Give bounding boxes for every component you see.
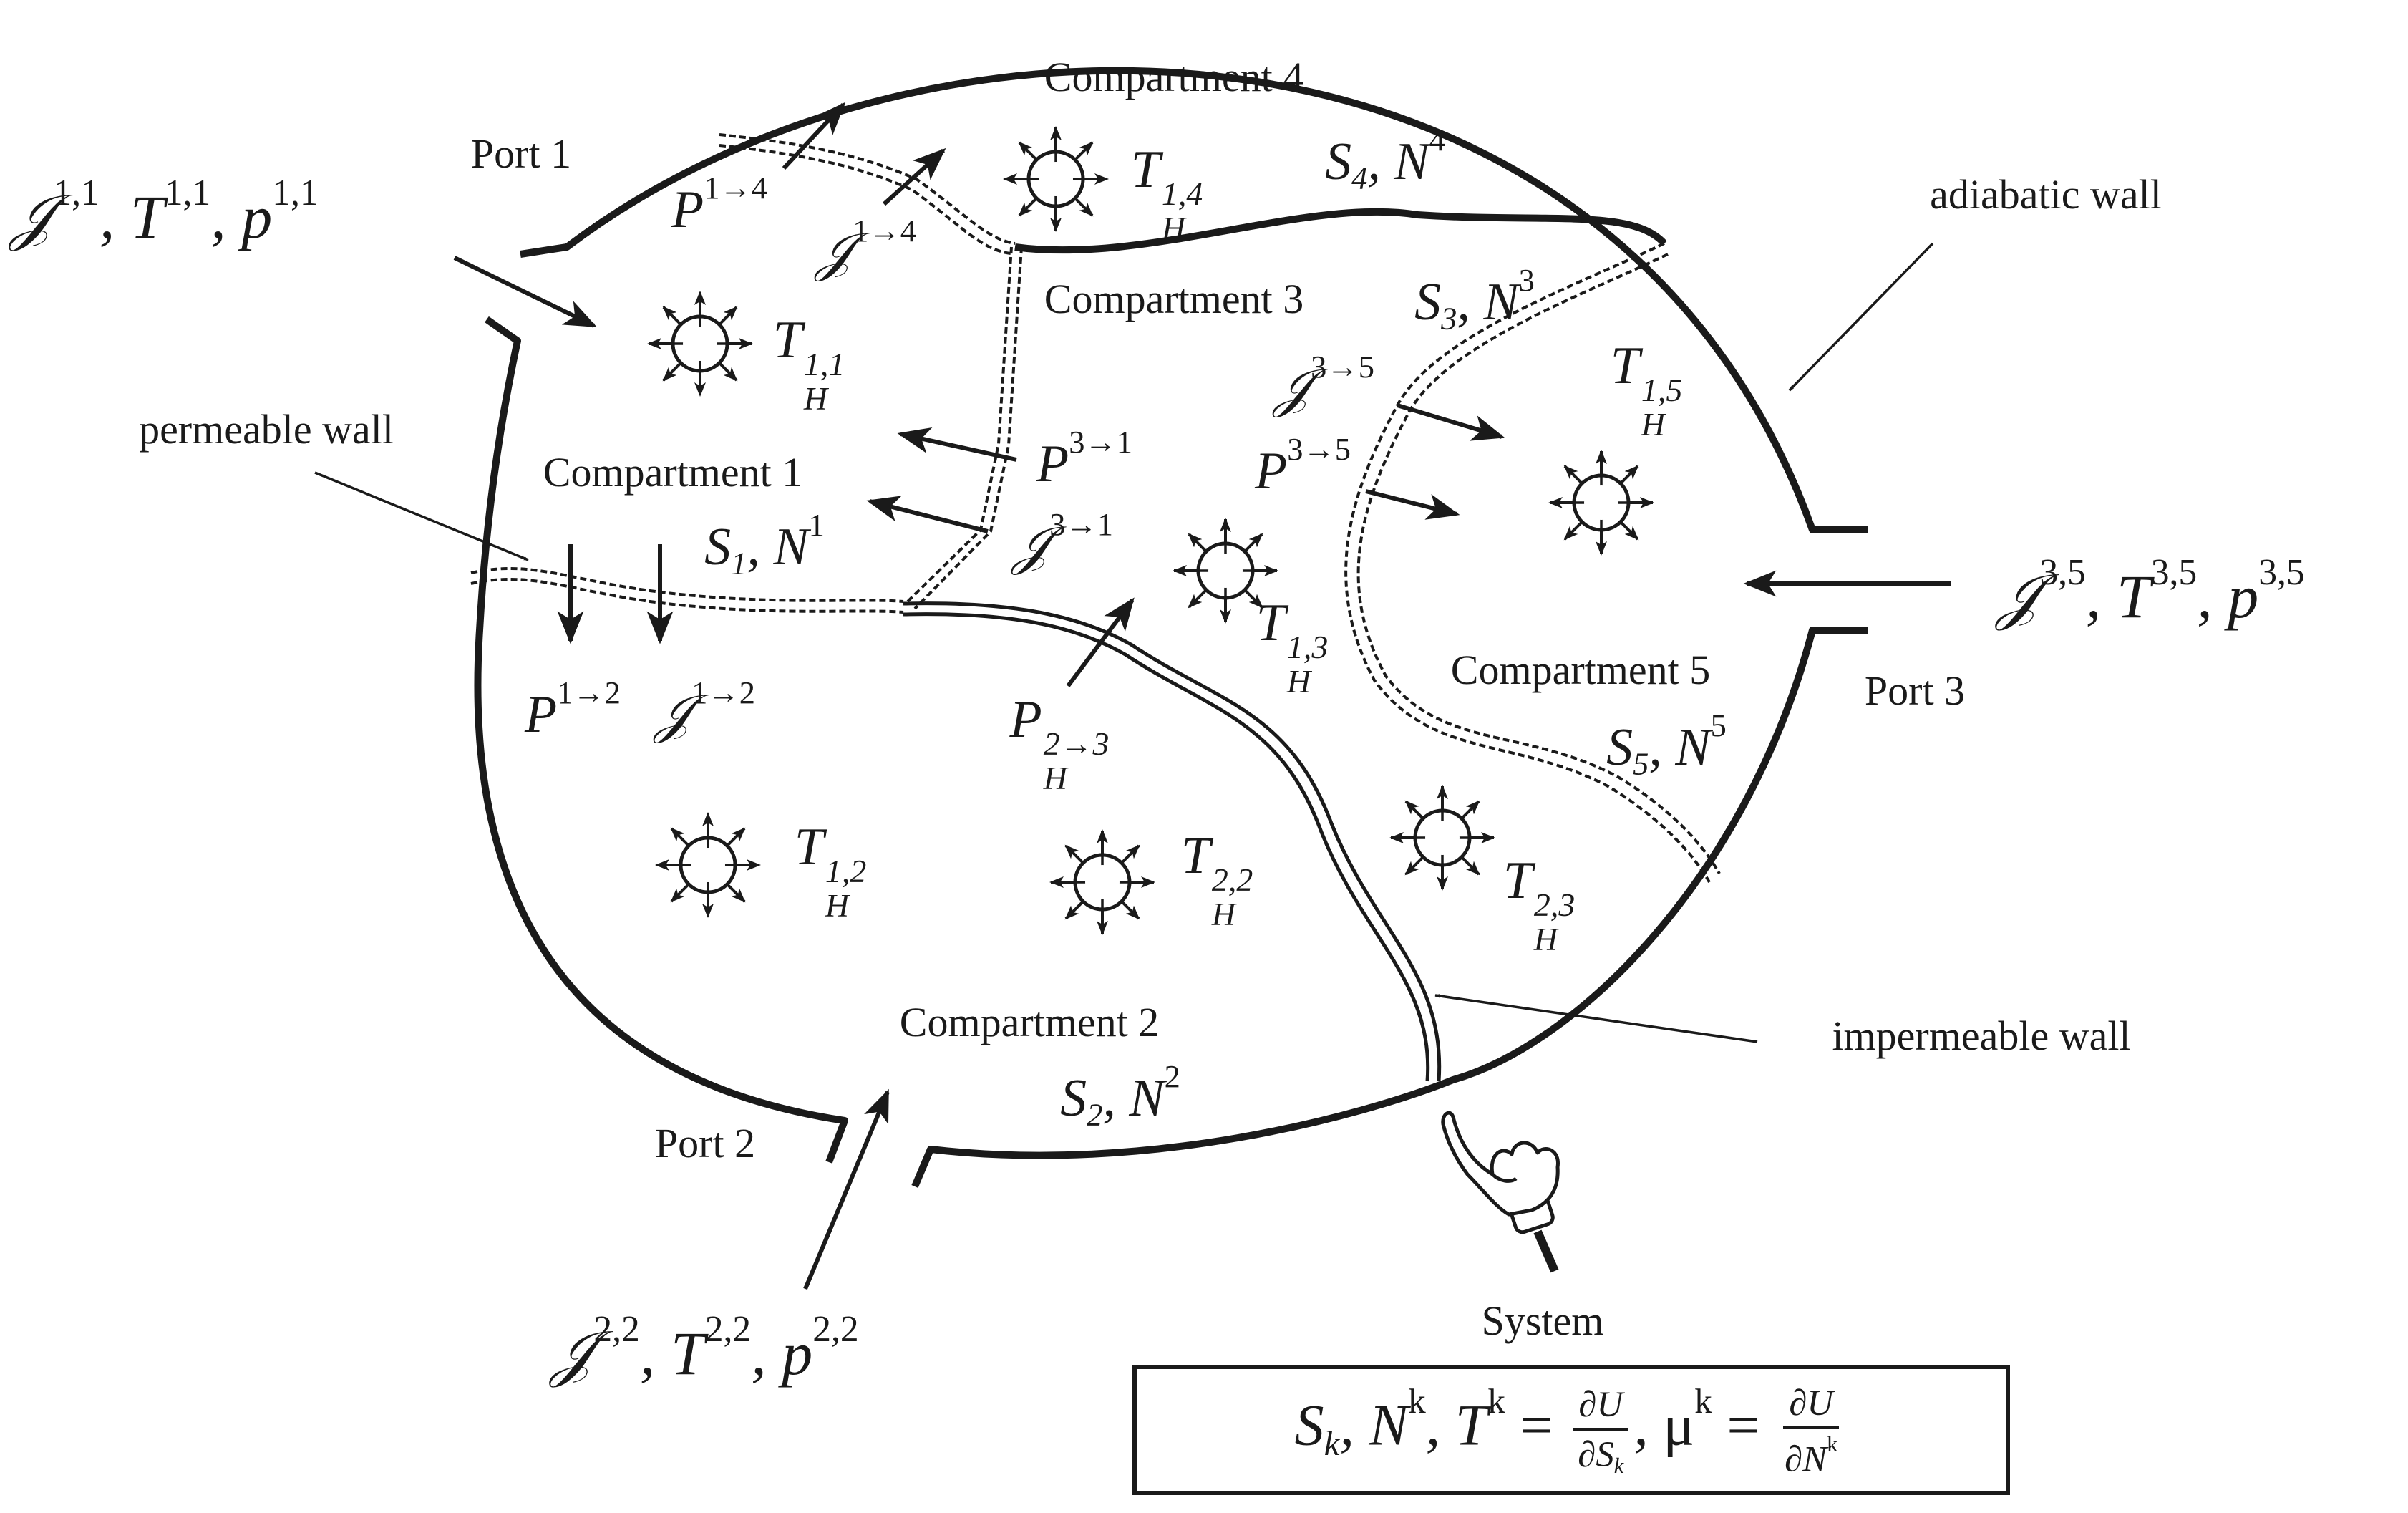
port-2-stubs (825, 1119, 934, 1188)
port-3-temp-sup: 3,5 (2150, 551, 2198, 593)
J-3to5-label: 𝒥3→5 (1274, 349, 1374, 419)
state-variables-formula-box: Sk, Nk, Tk = ∂U∂Sk, μk = ∂U∂Nk (1132, 1365, 2010, 1495)
J-3to1-label: 𝒥3→1 (1013, 506, 1113, 576)
heater-icon (1004, 127, 1107, 231)
port-1-conditions: 𝒥1,1, T1,1, p1,1 (11, 172, 319, 253)
port-2-conditions: 𝒥2,2, T2,2, p2,2 (551, 1308, 859, 1390)
compartment-4-label: Compartment 4 (1044, 54, 1304, 100)
heater-icon (1550, 451, 1653, 554)
dU-dNk-fraction: ∂U∂Nk (1783, 1382, 1840, 1479)
permeable-wall-label: permeable wall (139, 406, 394, 453)
port-2-inflow-arrow (803, 1088, 890, 1290)
heater-icon (1391, 786, 1494, 889)
adiabatic-pointer (1788, 242, 1934, 392)
P-1to4-arrow (782, 102, 846, 170)
heater-icon (1051, 831, 1154, 934)
wall-label-pointers (314, 242, 1934, 1043)
port-2-label: Port 2 (654, 1120, 756, 1166)
port-2-flux-sup: 2,2 (593, 1308, 640, 1350)
J-3to1-arrow (866, 496, 989, 533)
system-label: System (1481, 1297, 1604, 1344)
port-1-pressure-sup: 1,1 (272, 172, 319, 213)
impermeable-wall-label: impermeable wall (1832, 1012, 2131, 1059)
permeable-pointer (314, 471, 529, 561)
adiabatic-wall-label: adiabatic wall (1930, 171, 2162, 218)
impermeable-pointer (1434, 994, 1758, 1043)
S2-N2-label: S2, N2 (1060, 1058, 1180, 1133)
port-1-temp-sup: 1,1 (164, 172, 211, 213)
port-3-conditions: 𝒥3,5, T3,5, p3,5 (1997, 551, 2305, 633)
J-1to4-label: 𝒥1→4 (816, 213, 916, 283)
J-1to2-label: 𝒥1→2 (655, 675, 755, 745)
J-1to4-arrow (882, 148, 946, 206)
compartment-1-label: Compartment 1 (543, 449, 803, 496)
port-3-flux-symbol: 𝒥 (1997, 561, 2040, 633)
P-3to1-label: P3→1 (1036, 424, 1132, 493)
state-variables-formula: Sk, Nk, Tk = ∂U∂Sk, μk = ∂U∂Nk (1295, 1381, 1848, 1480)
S1-N1-label: S1, N1 (704, 507, 825, 581)
S4-N4-label: S4, N4 (1325, 122, 1445, 196)
permeable-walls (470, 133, 1721, 883)
port-1-flux-symbol: 𝒥 (11, 181, 54, 253)
port-2-pressure-sup: 2,2 (812, 1308, 859, 1350)
port-3-pressure-sup: 3,5 (2258, 551, 2305, 593)
compartment-2-label: Compartment 2 (899, 999, 1160, 1045)
port-1-stubs (485, 243, 568, 344)
port-3-flux-sup: 3,5 (2039, 551, 2086, 593)
P-3to1-arrow (897, 427, 1017, 462)
P-1to4-label: P1→4 (671, 170, 767, 239)
port-1-inflow-arrow (453, 256, 598, 328)
PH-2to3-arrow (1066, 597, 1135, 687)
port-1-label: Port 1 (470, 130, 572, 177)
port-1-flux-sup: 1,1 (53, 172, 99, 213)
heater-icon (649, 292, 752, 395)
port-3-label: Port 3 (1864, 667, 1966, 714)
P-1to2-label: P1→2 (525, 675, 621, 744)
port-2-temp-sup: 2,2 (704, 1308, 752, 1350)
compartment-3-label: Compartment 3 (1044, 276, 1304, 322)
P-3to5-arrow (1365, 489, 1460, 520)
port-2-flux-symbol: 𝒥 (551, 1318, 594, 1390)
P-3to5-label: P3→5 (1255, 431, 1351, 501)
port-3-stubs (1812, 526, 1868, 634)
J-3to5-arrow (1397, 403, 1505, 441)
impermeable-wall (903, 601, 1442, 1082)
compartment-5-label: Compartment 5 (1450, 647, 1711, 693)
flow-arrows (453, 102, 1951, 1290)
dU-dSk-fraction: ∂U∂Sk (1572, 1383, 1629, 1479)
S3-N3-label: S3, N3 (1414, 262, 1535, 337)
pointing-hand-icon (1441, 1111, 1560, 1273)
S5-N5-label: S5, N5 (1606, 707, 1727, 782)
adiabatic-inner-wall (1014, 208, 1667, 254)
heater-icon (656, 813, 759, 917)
adiabatic-outer-wall (474, 67, 1816, 1159)
